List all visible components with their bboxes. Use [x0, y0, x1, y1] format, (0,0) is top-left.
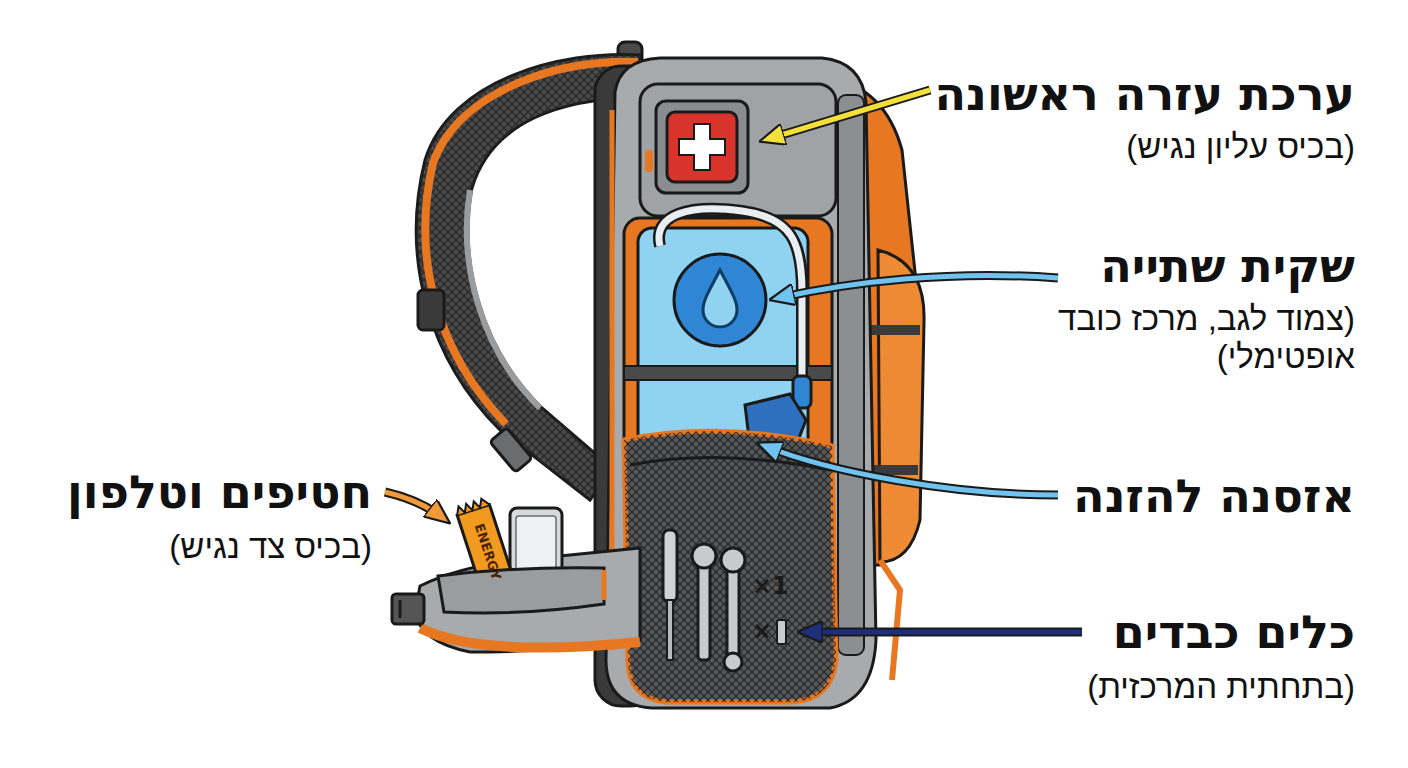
- leader-arrow: [765, 446, 1058, 495]
- first-aid-patch: [667, 112, 737, 182]
- callout-note: (בתחתית המרכזית): [1087, 668, 1355, 706]
- quantity-mark: ×1: [752, 573, 789, 601]
- leader-outline: [768, 90, 930, 139]
- wrench-head: [692, 544, 716, 568]
- bar-tear: [455, 497, 490, 515]
- wrench-head: [721, 548, 745, 572]
- callout-heading: ערכת עזרה ראשונה: [935, 68, 1356, 121]
- callout-heading: כלים כבדים: [1113, 606, 1355, 659]
- water-drop: [703, 270, 737, 327]
- zip-pull: [645, 150, 653, 172]
- bottom-pocket: [624, 431, 836, 702]
- wrench: [698, 560, 710, 660]
- leader-arrow: [778, 275, 1058, 298]
- strap-edge: [467, 190, 540, 408]
- leader-arrow: [385, 492, 443, 518]
- top-pocket: [640, 84, 836, 216]
- callout-note: (בכיס צד נגיש): [169, 528, 372, 566]
- zip-pull: [602, 570, 607, 600]
- belt-buckle: [392, 594, 424, 624]
- side-pocket: [878, 250, 924, 562]
- callout-heading: חטיפים וטלפון: [67, 466, 372, 519]
- strap-tab: [418, 290, 444, 330]
- belt-trim: [420, 628, 640, 648]
- callout-heading: אזסנה להזנה: [1073, 470, 1355, 523]
- buckle-slot: [399, 600, 402, 618]
- water-badge: [674, 254, 766, 346]
- leader-arrow: [806, 630, 1082, 635]
- wrench: [727, 565, 739, 660]
- zip-pull: [880, 560, 900, 680]
- main-body: [606, 58, 876, 708]
- leader-outline: [806, 628, 1082, 637]
- patch-frame: [656, 101, 748, 193]
- callout-note: (בכיס עליון נגיש): [1126, 128, 1355, 166]
- pocket-mesh: [624, 431, 836, 702]
- screwdriver-shaft: [667, 600, 673, 660]
- callout-heading: שקית שתייה: [1100, 240, 1355, 293]
- first-aid-cross: [679, 124, 725, 170]
- leader-arrow: [768, 90, 930, 139]
- tool-bit: [777, 620, 786, 644]
- belt-pocket: [438, 568, 604, 613]
- leader-outline: [778, 275, 1058, 298]
- zipper-band: [838, 95, 864, 655]
- leader-outline: [765, 446, 1058, 495]
- screwdriver: [663, 530, 677, 602]
- quantity-mark: ×: [752, 618, 772, 646]
- leader-outline: [385, 492, 443, 518]
- wrench-head: [724, 653, 742, 671]
- package-text: ENERGY: [471, 522, 503, 582]
- callout-note: (צמוד לגב, מרכז כובד אופטימלי): [1037, 300, 1355, 376]
- strap-buckle: [490, 428, 533, 473]
